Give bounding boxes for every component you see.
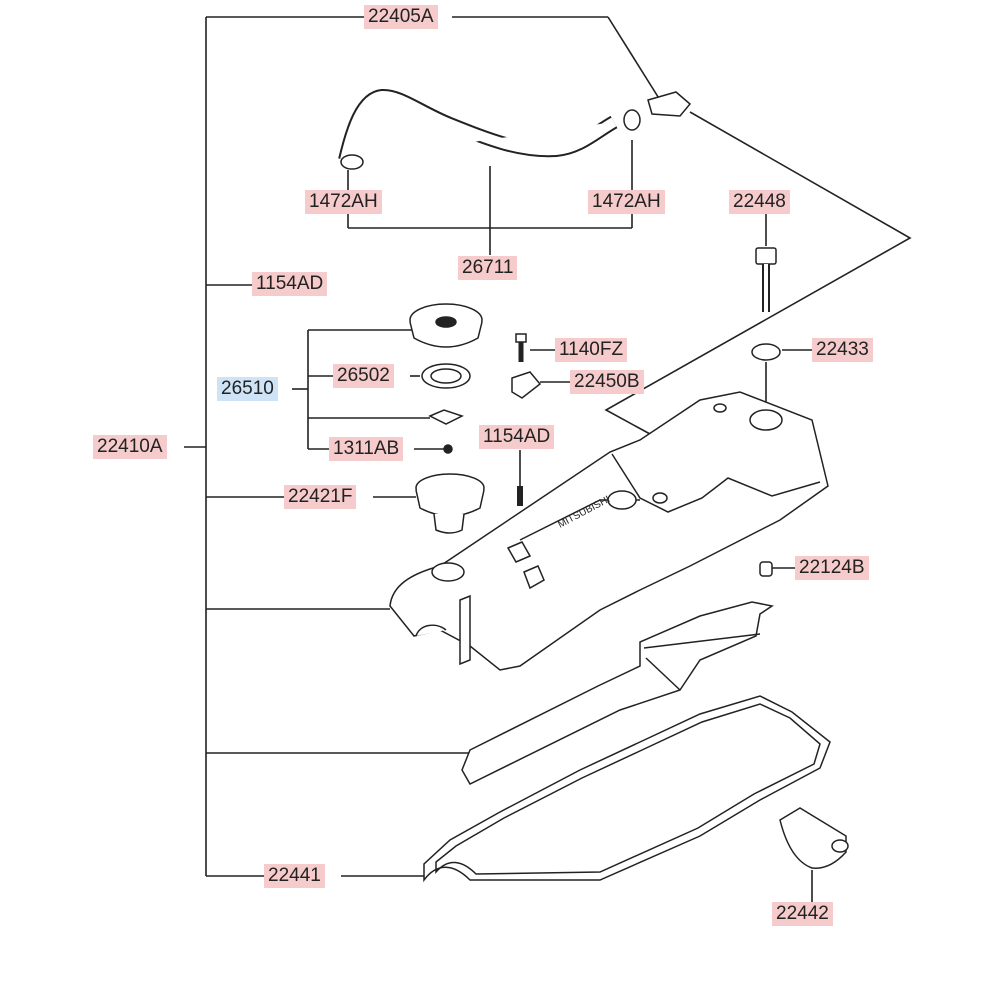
part-label-1472ah-right[interactable]: 1472AH (588, 190, 665, 214)
part-label-1154ad-mid[interactable]: 1154AD (479, 425, 555, 449)
part-label-22442[interactable]: 22442 (772, 902, 833, 926)
part-label-22433[interactable]: 22433 (812, 338, 873, 362)
part-label-1311ab[interactable]: 1311AB (329, 437, 404, 461)
part-label-22124b[interactable]: 22124B (795, 556, 869, 580)
part-label-22410a[interactable]: 22410A (93, 435, 167, 459)
part-label-22448[interactable]: 22448 (729, 190, 790, 214)
part-label-22405a[interactable]: 22405A (364, 5, 438, 29)
parts-sketch (338, 89, 849, 883)
part-label-22421f[interactable]: 22421F (284, 485, 357, 509)
part-label-26510[interactable]: 26510 (217, 377, 278, 401)
part-label-22450b[interactable]: 22450B (570, 370, 644, 394)
part-label-1472ah-left[interactable]: 1472AH (305, 190, 382, 214)
part-label-1154ad-top[interactable]: 1154AD (252, 272, 328, 296)
part-label-26502[interactable]: 26502 (333, 364, 394, 388)
part-label-22441[interactable]: 22441 (264, 864, 325, 888)
part-label-26711[interactable]: 26711 (458, 256, 518, 280)
part-label-1140fz[interactable]: 1140FZ (555, 338, 628, 362)
